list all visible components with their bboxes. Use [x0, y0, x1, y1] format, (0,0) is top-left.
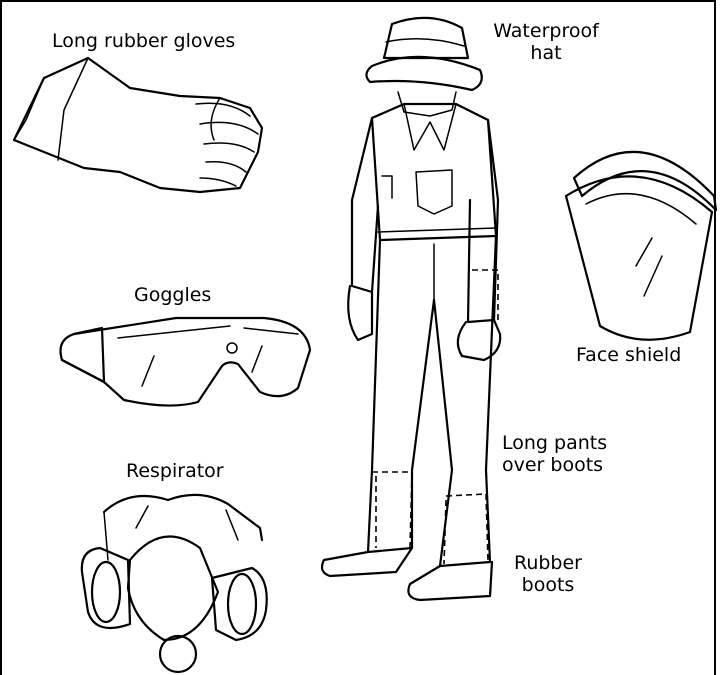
goggles-icon — [61, 318, 311, 406]
respirator-icon — [82, 495, 267, 672]
label-face-shield: Face shield — [576, 344, 681, 366]
face-shield-icon — [566, 152, 716, 340]
gloves-icon — [14, 58, 262, 192]
label-respirator: Respirator — [126, 460, 224, 482]
label-pants-line2: over boots — [502, 454, 607, 476]
label-hat-line2: hat — [484, 42, 608, 64]
label-gloves: Long rubber gloves — [52, 30, 235, 52]
label-hat-line1: Waterproof — [484, 20, 608, 42]
label-boots-line1: Rubber — [500, 552, 596, 574]
label-goggles: Goggles — [134, 284, 211, 306]
label-boots-line2: boots — [500, 574, 596, 596]
label-rubber-boots: Rubber boots — [500, 552, 596, 596]
waterproof-hat-icon — [366, 18, 481, 90]
worker-coveralls-icon — [322, 92, 500, 600]
label-pants-line1: Long pants — [502, 432, 607, 454]
label-long-pants: Long pants over boots — [502, 432, 607, 476]
label-waterproof-hat: Waterproof hat — [484, 20, 608, 64]
